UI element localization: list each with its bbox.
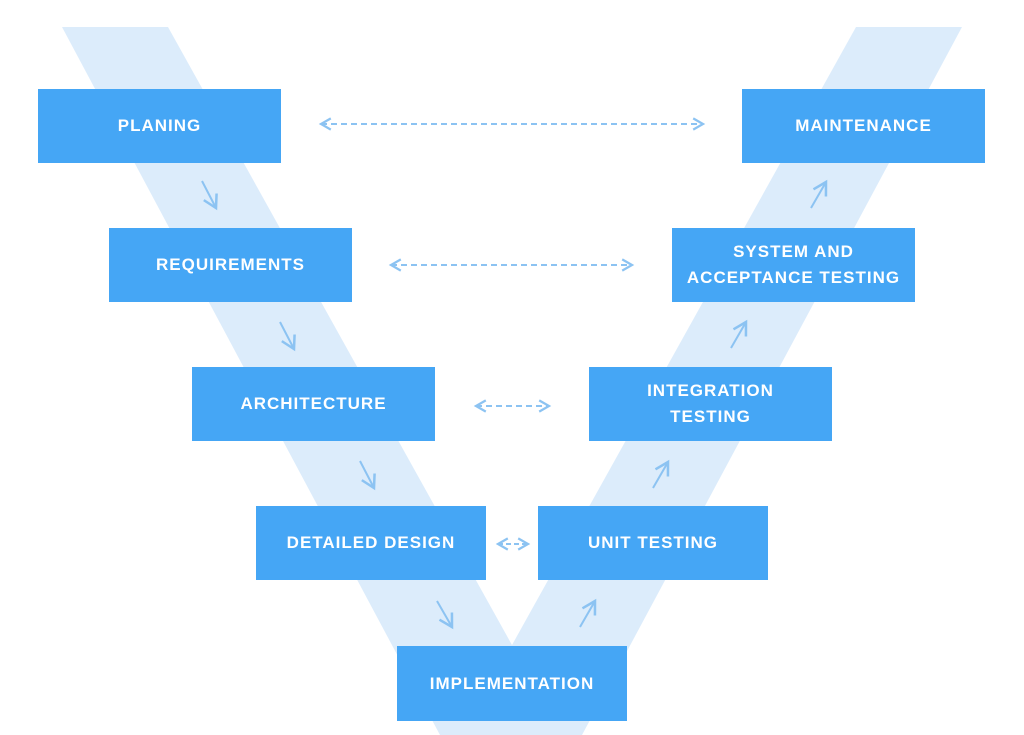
- arrow-down-right-icon: [279, 321, 296, 352]
- stage-integration-testing: INTEGRATION TESTING: [589, 367, 832, 441]
- stage-requirements: REQUIREMENTS: [109, 228, 352, 302]
- stage-maintenance: MAINTENANCE: [742, 89, 985, 163]
- stage-implementation: IMPLEMENTATION: [397, 646, 627, 721]
- arrow-down-right-icon: [436, 600, 454, 630]
- arrow-up-right-icon: [730, 319, 748, 349]
- arrow-up-right-icon: [652, 459, 670, 489]
- stage-detailed-design: DETAILED DESIGN: [256, 506, 486, 580]
- stage-planing: PLANING: [38, 89, 281, 163]
- arrow-up-right-icon: [579, 598, 597, 628]
- stage-system-acceptance-testing: SYSTEM AND ACCEPTANCE TESTING: [672, 228, 915, 302]
- arrow-down-right-icon: [359, 460, 376, 491]
- arrow-down-right-icon: [201, 180, 218, 211]
- stage-architecture: ARCHITECTURE: [192, 367, 435, 441]
- stage-unit-testing: UNIT TESTING: [538, 506, 768, 580]
- arrow-up-right-icon: [810, 179, 828, 209]
